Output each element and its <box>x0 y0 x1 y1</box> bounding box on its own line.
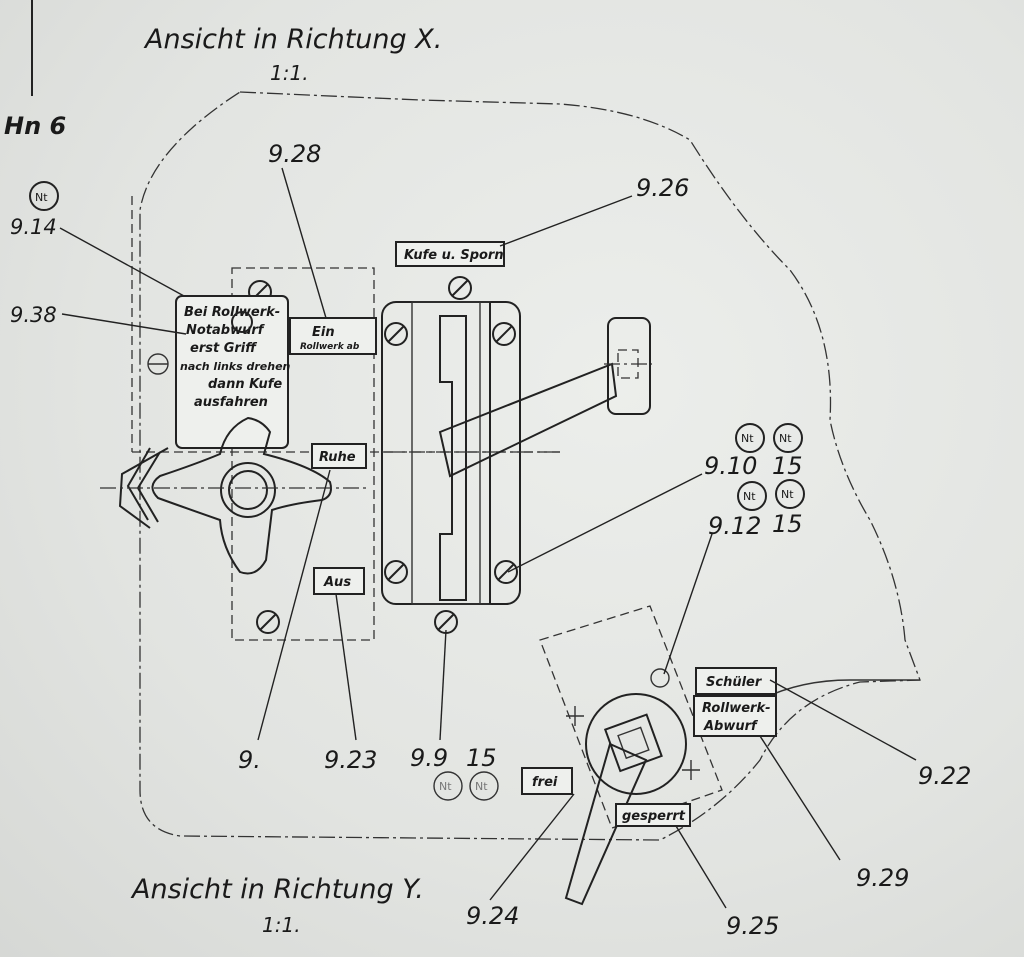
plate-frei-label: frei <box>532 775 558 790</box>
plate-aus: Aus <box>313 567 365 595</box>
plate-ein-label: Ein <box>312 325 335 340</box>
nt-mark-910b: Nt <box>779 432 792 445</box>
plate-schueler-label: Schüler <box>706 675 763 690</box>
warning-line-6: ausfahren <box>194 395 268 410</box>
nt-mark-99a: Nt <box>439 780 452 793</box>
view-y-scale: 1:1. <box>262 913 301 937</box>
plate-rollwerk-abwurf: Rollwerk- Abwurf <box>693 695 777 737</box>
plate-kufe: Kufe u. Sporn <box>395 241 505 267</box>
upper-mount-outline <box>231 267 375 641</box>
plate-ein: Ein Rollwerk ab <box>289 317 377 355</box>
ref-9-24: 9.24 <box>466 902 519 930</box>
plate-kufe-label: Kufe u. Sporn <box>404 248 504 263</box>
ref-9-25: 9.25 <box>726 912 779 940</box>
view-x-title: Ansicht in Richtung X. <box>143 24 442 55</box>
leader-lines <box>59 167 917 909</box>
nt-mark-912a: Nt <box>743 490 756 503</box>
rotary-lock-view <box>539 605 920 906</box>
ref-9-22: 9.22 <box>918 762 971 790</box>
panel-outline <box>139 91 921 841</box>
plate-gesperrt: gesperrt <box>615 803 691 827</box>
ref-9-14: 9.14 <box>10 215 57 239</box>
ref-9-26: 9.26 <box>636 174 689 202</box>
nt-mark-910a: Nt <box>741 432 754 445</box>
warning-line-5: dann Kufe <box>208 377 282 392</box>
ref-9-9-qty: 15 <box>466 744 497 772</box>
ref-9-10: 9.10 <box>704 452 757 480</box>
view-x-scale: 1:1. <box>270 61 309 85</box>
plate-ruhe: Ruhe <box>311 443 367 469</box>
ref-9-12: 9.12 <box>708 512 761 540</box>
plate-gesperrt-label: gesperrt <box>622 809 686 824</box>
lever-arm <box>438 317 652 478</box>
warning-line-4: nach links drehen <box>180 360 291 373</box>
plate-aus-label: Aus <box>323 575 351 590</box>
guide-housing <box>381 276 560 634</box>
nt-mark-912b: Nt <box>781 488 794 501</box>
nt-mark-914: Nt <box>35 191 48 204</box>
ref-9-29: 9.29 <box>856 864 909 892</box>
plate-ruhe-label: Ruhe <box>319 450 356 465</box>
ref-9-23: 9.23 <box>324 746 377 774</box>
ref-9-12-qty: 15 <box>772 510 803 538</box>
nt-mark-99b: Nt <box>475 780 488 793</box>
ref-9-38: 9.38 <box>10 303 57 327</box>
plate-schueler: Schüler <box>695 667 777 695</box>
plate-rollwerk-line-1: Rollwerk- <box>702 701 771 716</box>
plate-ein-sub: Rollwerk ab <box>300 342 360 352</box>
warning-line-3: erst Griff <box>190 341 257 356</box>
ref-9-9: 9.9 <box>410 744 448 772</box>
ref-9: 9. <box>238 746 261 774</box>
warning-plate: Bei Rollwerk- Notabwurf erst Griff nach … <box>175 295 291 449</box>
plate-frei: frei <box>521 767 573 795</box>
warning-line-1: Bei Rollwerk- <box>184 305 280 320</box>
ref-9-28: 9.28 <box>268 140 321 168</box>
view-y-title: Ansicht in Richtung Y. <box>130 874 424 905</box>
ref-9-10-qty: 15 <box>772 452 803 480</box>
warning-line-2: Notabwurf <box>186 323 266 338</box>
sheet-id: Hn 6 <box>4 112 66 140</box>
plate-rollwerk-line-2: Abwurf <box>703 719 759 734</box>
nt-marks: Nt Nt Nt Nt Nt Nt Nt <box>29 181 805 801</box>
